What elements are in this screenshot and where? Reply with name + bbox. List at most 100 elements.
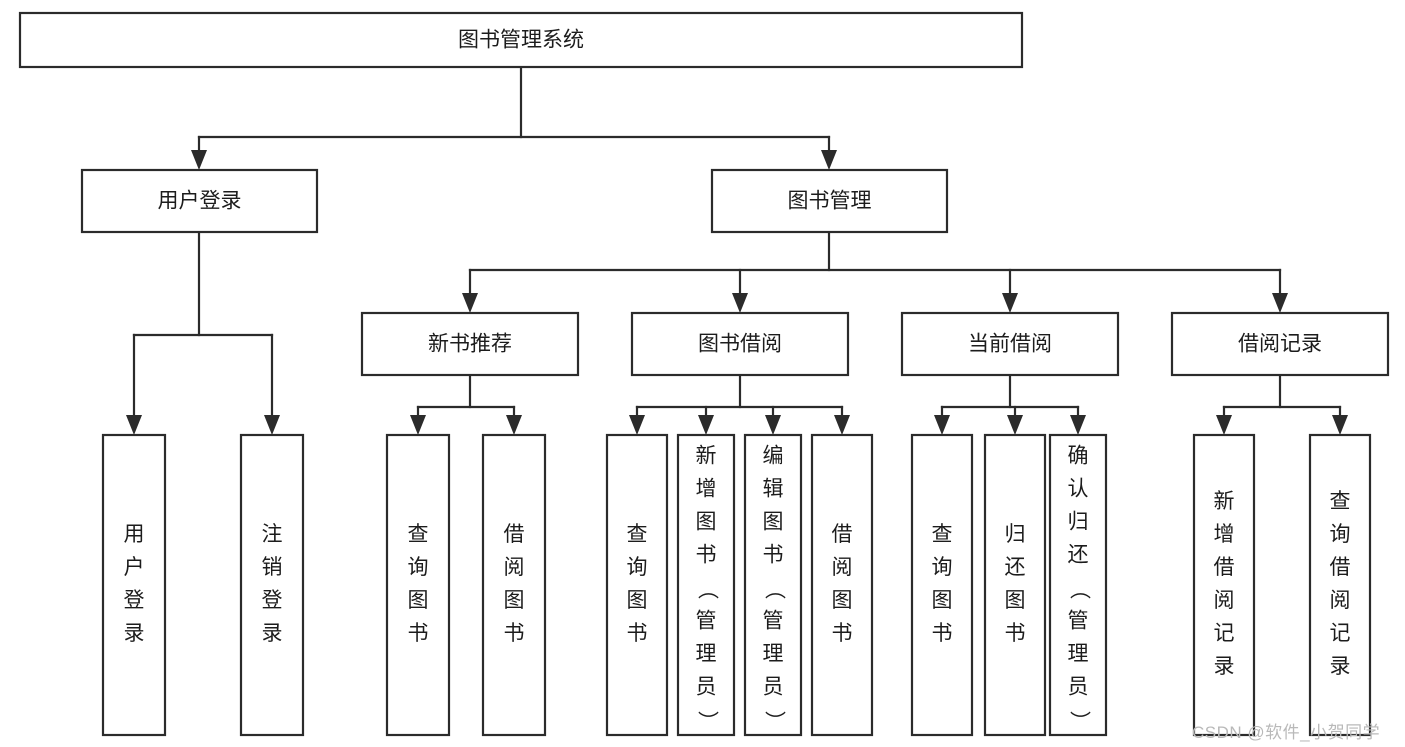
book-management-arrow-3 — [1272, 293, 1288, 313]
node-label-leaf-borrow-book-borrow-char-1: 阅 — [832, 556, 853, 579]
node-current-borrow[interactable]: 当前借阅 — [900, 311, 1120, 377]
node-label-root: 图书管理系统 — [458, 29, 584, 52]
node-box-leaf-borrow-book-recommend — [481, 433, 547, 737]
node-label-leaf-add-book-admin-char-4: （ — [695, 579, 718, 600]
node-label-leaf-query-book-recommend-char-0: 查 — [408, 523, 429, 546]
node-label-book-management: 图书管理 — [788, 190, 872, 213]
node-label-leaf-query-book-borrow-char-1: 询 — [627, 556, 648, 579]
node-box-leaf-borrow-book-borrow — [810, 433, 874, 737]
node-label-leaf-query-borrow-record-char-3: 阅 — [1330, 589, 1351, 612]
node-label-leaf-logout-login-char-1: 销 — [262, 556, 283, 579]
node-label-leaf-edit-book-admin-char-3: 书 — [763, 544, 784, 567]
book-management-arrow-0 — [462, 293, 478, 313]
node-label-current-borrow: 当前借阅 — [968, 333, 1052, 356]
node-box-current-borrow — [900, 311, 1120, 377]
root-arrow-0 — [191, 150, 207, 170]
node-box-book-borrow — [630, 311, 850, 377]
node-label-leaf-add-book-admin-char-2: 图 — [696, 511, 717, 534]
node-label-leaf-borrow-book-borrow-char-3: 书 — [832, 622, 853, 645]
borrow-record-arrow-1 — [1332, 415, 1348, 435]
node-label-leaf-edit-book-admin-char-1: 辑 — [763, 478, 784, 501]
node-label-leaf-add-borrow-record-char-5: 录 — [1214, 655, 1235, 678]
node-label-leaf-add-book-admin-char-3: 书 — [696, 544, 717, 567]
node-root[interactable]: 图书管理系统 — [18, 11, 1024, 69]
node-label-leaf-edit-book-admin-char-6: 理 — [763, 643, 784, 666]
node-box-leaf-query-book-current — [910, 433, 974, 737]
node-leaf-user-login[interactable]: 用户登录 — [101, 433, 167, 737]
node-label-leaf-confirm-return-admin-char-6: 理 — [1068, 643, 1089, 666]
node-label-leaf-borrow-book-recommend-char-1: 阅 — [504, 556, 525, 579]
node-box-leaf-return-book — [983, 433, 1047, 737]
node-label-leaf-add-book-admin-char-1: 增 — [696, 478, 717, 501]
node-borrow-record[interactable]: 借阅记录 — [1170, 311, 1390, 377]
node-user-login[interactable]: 用户登录 — [80, 168, 319, 234]
book-borrow-arrow-1 — [698, 415, 714, 435]
node-label-leaf-add-borrow-record-char-1: 增 — [1214, 523, 1235, 546]
node-label-new-book-recommend: 新书推荐 — [428, 333, 512, 356]
node-label-leaf-query-book-current-char-1: 询 — [932, 556, 953, 579]
node-label-leaf-query-borrow-record-char-1: 询 — [1330, 523, 1351, 546]
node-box-root — [18, 11, 1024, 69]
borrow-record-arrow-0 — [1216, 415, 1232, 435]
node-label-leaf-add-borrow-record-char-3: 阅 — [1214, 589, 1235, 612]
node-box-leaf-edit-book-admin — [743, 433, 803, 737]
node-box-leaf-query-book-borrow — [605, 433, 669, 737]
node-label-leaf-borrow-book-borrow-char-0: 借 — [832, 523, 853, 546]
node-label-leaf-query-borrow-record-char-0: 查 — [1330, 490, 1351, 513]
node-label-leaf-query-book-borrow-char-3: 书 — [627, 622, 648, 645]
node-box-borrow-record — [1170, 311, 1390, 377]
node-label-leaf-query-book-borrow-char-2: 图 — [627, 589, 648, 612]
node-label-leaf-borrow-book-recommend-char-3: 书 — [504, 622, 525, 645]
node-label-leaf-confirm-return-admin-char-8: ） — [1067, 711, 1090, 732]
node-label-leaf-edit-book-admin-char-2: 图 — [763, 511, 784, 534]
node-label-leaf-logout-login-char-0: 注 — [262, 523, 283, 546]
node-label-leaf-confirm-return-admin-char-0: 确 — [1068, 445, 1089, 468]
node-book-management[interactable]: 图书管理 — [710, 168, 949, 234]
node-new-book-recommend[interactable]: 新书推荐 — [360, 311, 580, 377]
node-label-leaf-query-borrow-record-char-5: 录 — [1330, 655, 1351, 678]
node-label-leaf-user-login-char-3: 录 — [124, 622, 145, 645]
node-label-leaf-query-borrow-record-char-4: 记 — [1330, 622, 1351, 645]
node-label-leaf-query-book-current-char-0: 查 — [932, 523, 953, 546]
node-label-borrow-record: 借阅记录 — [1238, 333, 1322, 356]
node-label-leaf-add-book-admin-char-6: 理 — [696, 643, 717, 666]
node-box-book-management — [710, 168, 949, 234]
node-box-new-book-recommend — [360, 311, 580, 377]
book-management-arrow-2 — [1002, 293, 1018, 313]
book-management-arrow-1 — [732, 293, 748, 313]
node-label-leaf-user-login-char-1: 户 — [124, 556, 145, 579]
node-box-leaf-confirm-return-admin — [1048, 433, 1108, 737]
node-label-leaf-confirm-return-admin-char-4: （ — [1067, 579, 1090, 600]
node-layer: 图书管理系统用户登录图书管理新书推荐图书借阅当前借阅借阅记录用户登录注销登录查询… — [18, 11, 1390, 737]
node-label-leaf-query-book-current-char-2: 图 — [932, 589, 953, 612]
node-label-leaf-confirm-return-admin-char-2: 归 — [1068, 511, 1089, 534]
node-label-leaf-query-borrow-record-char-2: 借 — [1330, 556, 1351, 579]
node-box-leaf-logout-login — [239, 433, 305, 737]
node-label-leaf-logout-login-char-2: 登 — [262, 589, 283, 612]
node-book-borrow[interactable]: 图书借阅 — [630, 311, 850, 377]
current-borrow-arrow-2 — [1070, 415, 1086, 435]
node-label-leaf-add-book-admin-char-7: 员 — [696, 676, 717, 699]
node-label-leaf-edit-book-admin-char-4: （ — [762, 579, 785, 600]
node-label-leaf-edit-book-admin-char-7: 员 — [763, 676, 784, 699]
node-box-leaf-query-borrow-record — [1308, 433, 1372, 737]
node-label-leaf-query-book-current-char-3: 书 — [932, 622, 953, 645]
user-login-arrow-0 — [126, 415, 142, 435]
node-label-leaf-add-borrow-record-char-0: 新 — [1214, 490, 1235, 513]
node-label-leaf-confirm-return-admin-char-5: 管 — [1068, 610, 1089, 633]
node-label-leaf-add-borrow-record-char-4: 记 — [1214, 622, 1235, 645]
